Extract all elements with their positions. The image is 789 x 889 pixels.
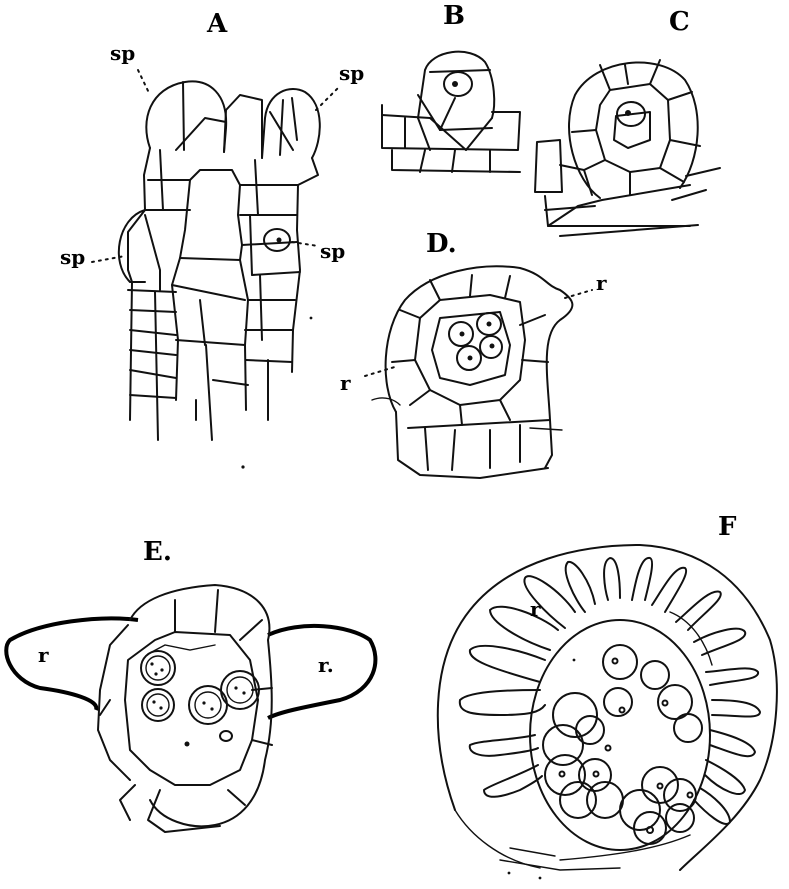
spores-e [141, 651, 259, 747]
panel-b: B [382, 1, 520, 172]
panel-f-letter: F [718, 512, 737, 542]
label-sp-left: sp [60, 245, 85, 269]
panel-b-letter: B [443, 1, 465, 31]
panel-f: F [438, 512, 777, 879]
panel-c-letter: C [669, 7, 690, 37]
label-r-d-left: r [340, 371, 351, 395]
ring-wing-e-left [6, 618, 138, 710]
axis-a-body [128, 148, 150, 420]
label-r-d-right: r [596, 271, 607, 295]
panel-e-letter: E. [143, 537, 172, 567]
panel-a-letter: A [206, 9, 228, 39]
panel-d: D. r r [340, 229, 607, 478]
label-r-f: r [530, 597, 541, 621]
spores-f [543, 645, 702, 844]
panel-a: A [60, 9, 364, 469]
label-r-e-right: r. [318, 653, 334, 677]
sporangium-a-left [119, 210, 145, 282]
panel-c: C [535, 7, 720, 236]
panel-e: E. r r. [6, 537, 375, 832]
sporangium-a-top-left [146, 81, 226, 152]
label-r-e-left: r [38, 643, 49, 667]
label-sp-top-left: sp [110, 41, 135, 65]
label-sp-right: sp [320, 239, 345, 263]
panel-d-letter: D. [426, 229, 457, 259]
label-sp-top-right: sp [339, 61, 364, 85]
